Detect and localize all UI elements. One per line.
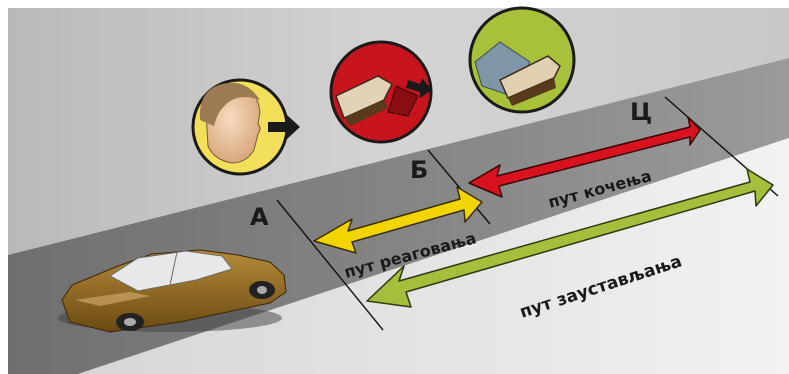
point-b-label: Б <box>410 156 428 184</box>
foot-on-brake-pedal-icon <box>331 42 432 142</box>
point-a-label: А <box>250 203 269 231</box>
point-c-label: Ц <box>630 98 652 126</box>
pressed-brake-pedal-icon <box>470 8 574 112</box>
